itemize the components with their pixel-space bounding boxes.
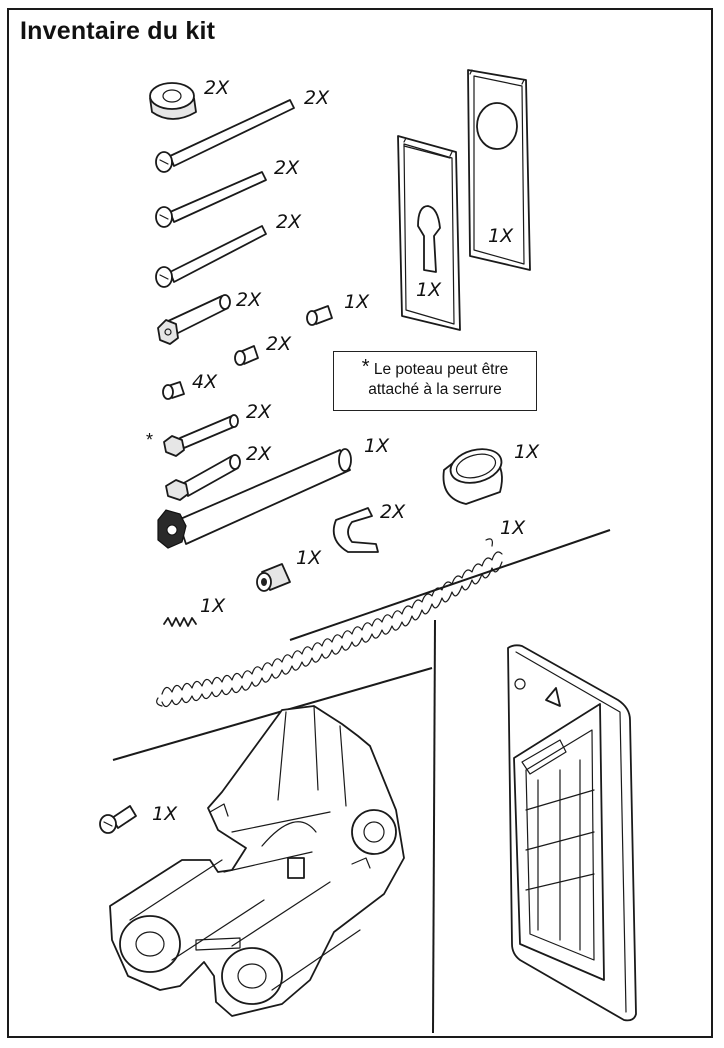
qty-sleeve: 1X [296, 547, 322, 569]
post-part-2 [165, 454, 241, 501]
battery-screw-part [99, 805, 137, 834]
page-title: Inventaire du kit [20, 17, 216, 45]
plate-keyhole-part [397, 135, 461, 331]
note-star-marker: * [361, 356, 370, 378]
post-attach-note: * Le poteau peut être attaché à la serru… [333, 351, 537, 411]
qty-small-screw-b: 2X [266, 333, 292, 355]
divider-vertical [432, 619, 436, 1034]
clip-part [332, 507, 379, 553]
qty-clip: 2X [380, 501, 406, 523]
qty-post-2: 2X [246, 443, 272, 465]
qty-battery-screw: 1X [152, 803, 178, 825]
small-screw-a [306, 305, 333, 326]
qty-screw-long-3: 2X [276, 211, 302, 233]
qty-short-spring: 1X [200, 595, 226, 617]
qty-spacer: 2X [204, 77, 230, 99]
note-line-1: Le poteau peut être [373, 361, 509, 378]
qty-screw-long-1: 2X [304, 87, 330, 109]
short-spring-part [163, 617, 197, 627]
ring-part [442, 448, 503, 505]
qty-plate-keyhole: 1X [416, 279, 442, 301]
screw-long-2 [155, 171, 267, 228]
screw-long-1 [155, 99, 295, 173]
qty-post-1: 2X [246, 401, 272, 423]
long-spring-part [156, 538, 503, 708]
qty-spindle: 1X [364, 435, 390, 457]
divider-diagonal-bottom [112, 667, 433, 761]
sleeve-part [256, 563, 291, 592]
qty-plate-round: 1X [488, 225, 514, 247]
spacer-part [149, 82, 197, 120]
inventory-frame [7, 8, 713, 1038]
battery-holder [109, 705, 405, 1017]
small-screw-b [234, 345, 259, 366]
battery-cover [507, 644, 637, 1022]
qty-small-screw-a: 1X [344, 291, 370, 313]
small-screw-c [162, 381, 185, 400]
qty-hex-standoff: 2X [236, 289, 262, 311]
qty-screw-long-2: 2X [274, 157, 300, 179]
qty-long-spring: 1X [500, 517, 526, 539]
divider-diagonal-top [289, 529, 611, 641]
note-line-2: attaché à la serrure [368, 381, 502, 398]
qty-small-screw-c: 4X [192, 371, 218, 393]
qty-ring: 1X [514, 441, 540, 463]
post-marker: * [146, 430, 153, 450]
post-part-1 [163, 414, 239, 457]
hex-standoff-part [157, 294, 231, 345]
plate-round-part [467, 69, 531, 271]
screw-long-3 [155, 225, 267, 288]
spindle-part [157, 448, 352, 549]
